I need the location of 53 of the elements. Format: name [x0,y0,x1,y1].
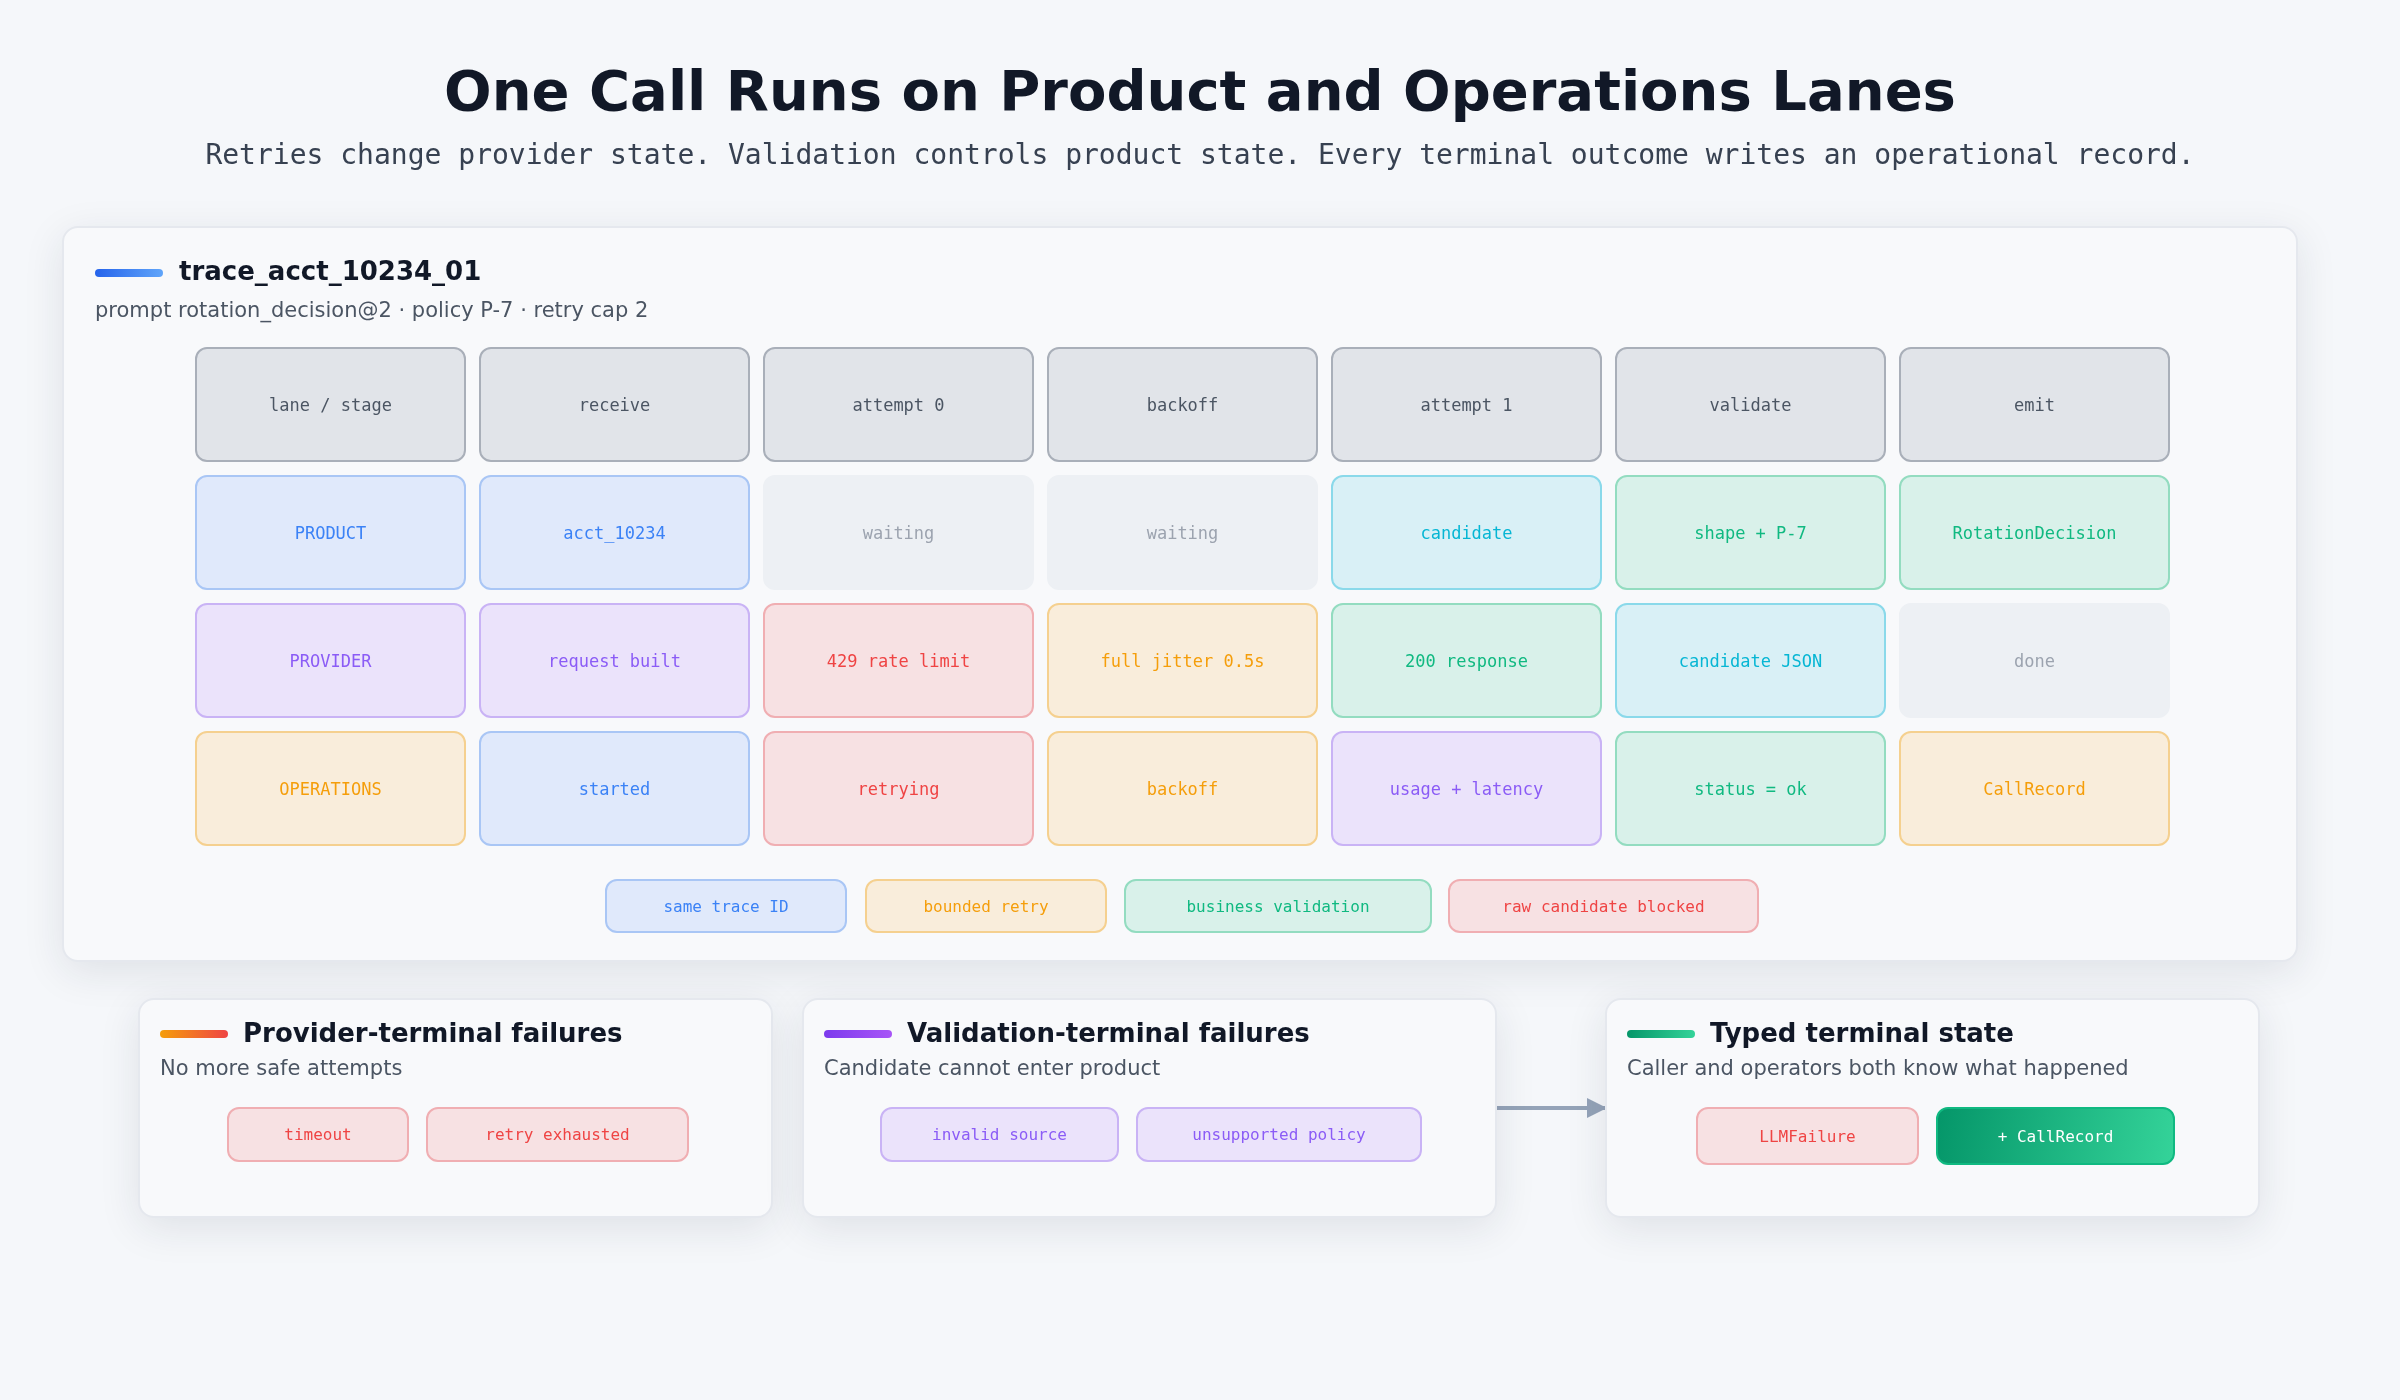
tag: bounded retry [865,879,1107,933]
state-tile: full jitter 0.5s [1047,603,1318,718]
card-subtitle: Caller and operators both know what happened [1627,1056,2129,1080]
state-tile: status = ok [1615,731,1886,846]
stage-header: attempt 1 [1331,347,1602,462]
card-subtitle: No more safe attempts [160,1056,403,1080]
state-tile: retrying [763,731,1034,846]
card-subtitle: Candidate cannot enter product [824,1056,1161,1080]
state-tile: candidate [1331,475,1602,590]
card-heading: trace_acct_10234_01 [179,256,482,286]
state-tile: waiting [763,475,1034,590]
stage-header: emit [1899,347,2170,462]
stage-header: validate [1615,347,1886,462]
state-tile: usage + latency [1331,731,1602,846]
state-tile: 429 rate limit [763,603,1034,718]
tag: business validation [1124,879,1432,933]
state-tile: backoff [1047,731,1318,846]
state-tile: candidate JSON [1615,603,1886,718]
stage-header: attempt 0 [763,347,1034,462]
stage-header: backoff [1047,347,1318,462]
state-tile: waiting [1047,475,1318,590]
card-heading: Typed terminal state [1710,1018,2014,1048]
state-tile: done [1899,603,2170,718]
state-tile: RotationDecision [1899,475,2170,590]
subtitle: Retries change provider state. Validation controls product state. Every terminal outcome writes an operational record. [204,138,2196,171]
stage-header: lane / stage [195,347,466,462]
tag: timeout [227,1107,409,1162]
stage-header: receive [479,347,750,462]
panel-card [802,998,1497,1218]
trace-card [62,226,2298,962]
lane-label: OPERATIONS [195,731,466,846]
state-tile: acct_10234 [479,475,750,590]
state-tile: CallRecord [1899,731,2170,846]
lane-label: PROVIDER [195,603,466,718]
tag: retry exhausted [426,1107,689,1162]
title: One Call Runs on Product and Operations Lanes [443,58,1957,123]
tag: same trace ID [605,879,847,933]
tag: raw candidate blocked [1448,879,1759,933]
tag: LLMFailure [1696,1107,1919,1165]
state-tile: shape + P-7 [1615,475,1886,590]
state-tile: 200 response [1331,603,1602,718]
card-heading: Validation-terminal failures [907,1018,1310,1048]
state-tile: started [479,731,750,846]
state-tile: request built [479,603,750,718]
card-subtitle: prompt rotation_decision@2 · policy P-7 · retry cap 2 [95,298,649,322]
tag: + CallRecord [1936,1107,2175,1165]
panel-card [1605,998,2260,1218]
panel-card [138,998,773,1218]
card-heading: Provider-terminal failures [243,1018,623,1048]
tag: unsupported policy [1136,1107,1422,1162]
tag: invalid source [880,1107,1119,1162]
lane-label: PRODUCT [195,475,466,590]
arrow [1497,1098,1607,1118]
